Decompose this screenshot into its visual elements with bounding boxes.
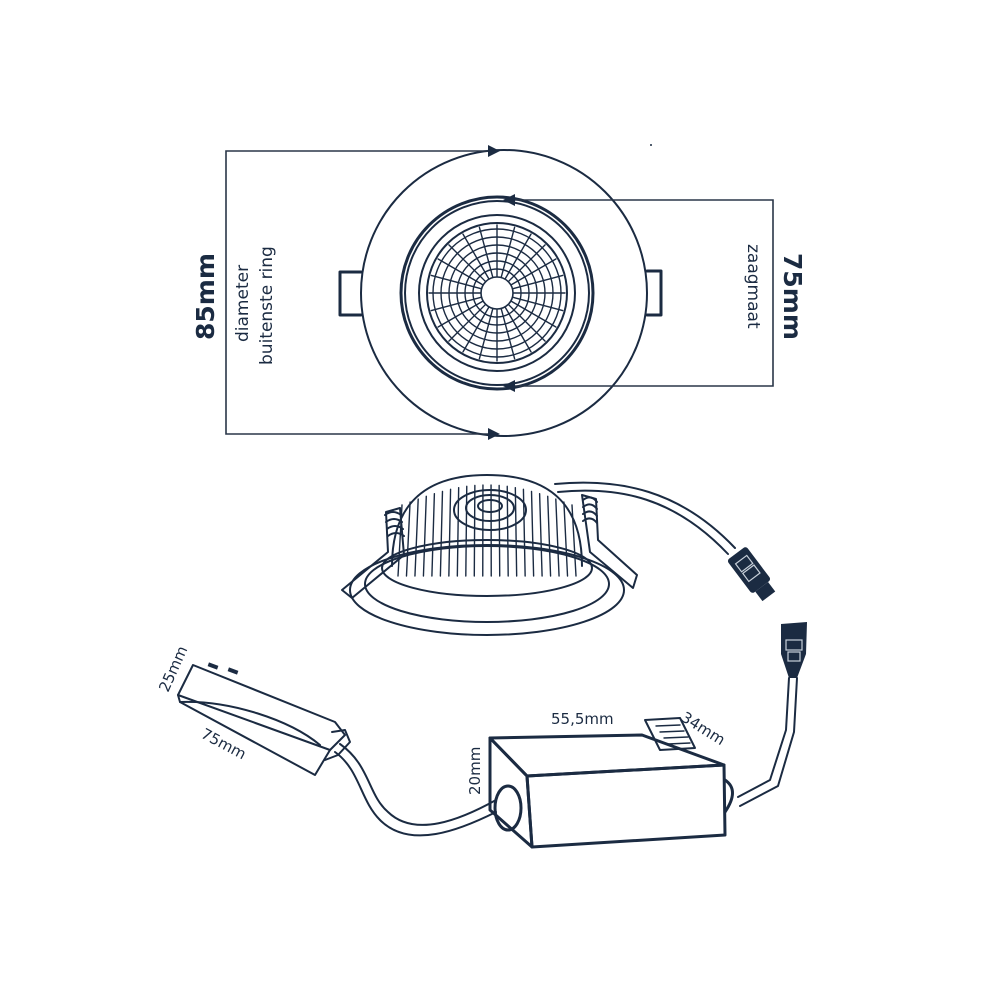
driver-unit: 55,5mm 34mm 20mm [466,622,807,849]
arrow-bottom-outer [488,428,500,440]
outer-dimension-label-line2: buitenste ring [257,246,277,365]
male-connector [727,547,776,602]
perspective-luminaire [341,474,776,636]
arrow-top-cutout [503,194,515,206]
driver-cable-grommet-right [723,778,734,814]
terminal-marker-1 [207,662,219,670]
terminal-block-cap [324,729,351,761]
outer-dimension-bracket [225,150,496,435]
outer-ring [360,149,648,437]
left-clip [338,270,363,317]
cutout-dimension-value: 75mm [778,253,807,340]
driver-top-face [488,733,726,778]
female-connector [737,622,807,807]
heatsink-hub-outer [453,489,527,531]
driver-height-label: 20mm [466,747,484,795]
driver-label-plate [644,717,696,751]
terminal-cable-2 [339,743,497,826]
terminal-cable [334,751,497,837]
terminal-width-label: 25mm [155,643,191,694]
bezel-ring-2 [404,200,590,386]
left-spring-coil [384,511,405,537]
outer-dimension-label-line1: diameter [233,265,253,342]
terminal-marker-2 [227,667,239,675]
lens-center [480,276,514,310]
right-clip [645,269,663,317]
luminaire-cable [554,481,736,549]
driver-cable-grommet-left [493,784,523,832]
arrow-bottom-cutout [503,380,515,392]
terminal-length-label: 75mm [198,725,249,764]
right-spring-coil [582,496,598,524]
housing-base [381,539,593,597]
bezel-ring-3 [418,214,576,372]
heatsink-hub-inner [477,499,503,513]
top-view: 85mm diameter buitenste ring 75mm zaagma… [191,144,807,440]
left-spring-clip [341,507,405,599]
driver-label-lines [655,724,691,745]
luminaire-cable-2 [557,489,729,555]
arrow-top-outer [488,145,500,157]
terminal-block-top [177,664,346,751]
heatsink-fins [397,484,577,577]
terminal-block-edge [179,700,321,746]
terminal-block: 25mm 75mm [155,643,497,837]
outer-dimension-value: 85mm [191,253,220,340]
driver-side-face [488,736,534,849]
stray-dot [650,144,652,146]
right-spring-clip [581,494,638,589]
lens-outer [426,222,568,364]
terminal-block-front [177,694,331,776]
driver-length-label: 55,5mm [551,710,614,728]
lens-grid [428,224,566,362]
cutout-dimension-bracket [506,199,774,387]
cutout-dimension-label: zaagmaat [743,244,763,329]
driver-front-face [525,763,727,849]
flange-inner [364,545,610,623]
heatsink-hub-mid [465,494,515,522]
bezel-ring-outer [399,195,595,391]
